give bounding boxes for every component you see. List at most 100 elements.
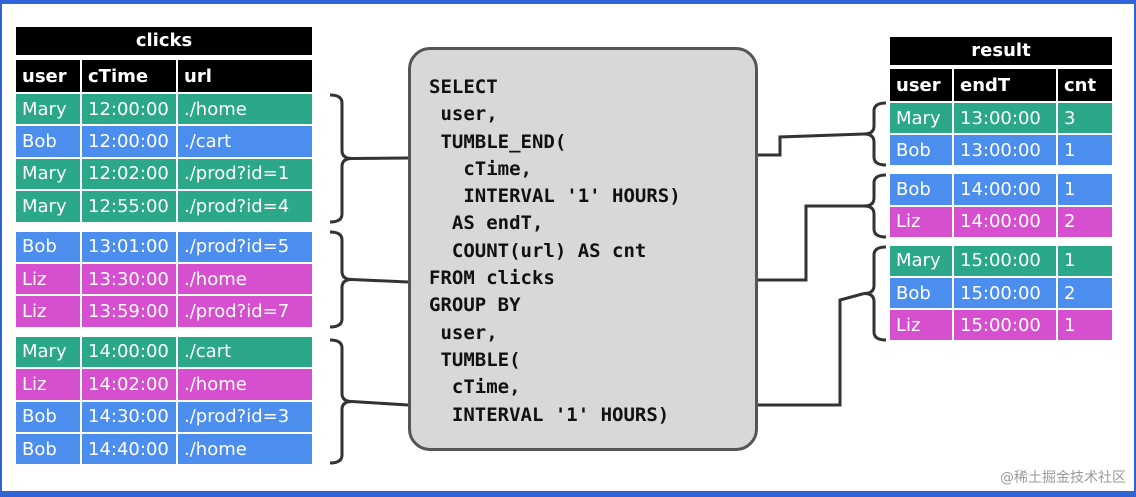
cell-user: Mary: [16, 336, 82, 368]
cell-cnt: 2: [1064, 282, 1076, 304]
header-user: user: [16, 60, 82, 92]
cell-ctime: 12:02:00: [82, 158, 178, 190]
cell-user: Liz: [890, 206, 954, 237]
cell-endt: 15:00:00: [954, 277, 1058, 309]
left-brace: [329, 338, 353, 465]
clicks-table-title: clicks: [16, 27, 312, 55]
sql-line: user,: [429, 321, 498, 344]
cell-cnt: 1: [1064, 250, 1076, 272]
cell-user: Liz: [16, 369, 82, 400]
cell-endt: 15:00:00: [954, 310, 1058, 341]
cell-user: Liz: [890, 310, 954, 341]
left-connector: [351, 400, 409, 407]
left-connector: [351, 278, 409, 284]
sql-line: GROUP BY: [429, 294, 521, 317]
cell-cnt: 2: [1064, 211, 1076, 233]
cell-user: Liz: [16, 296, 82, 327]
sql-line: TUMBLE(: [429, 348, 521, 371]
sql-line: AS endT,: [429, 212, 544, 235]
cell-user: Bob: [16, 231, 82, 262]
cell-endt: 14:00:00: [954, 206, 1058, 237]
cell-url: ./cart: [184, 341, 232, 363]
sql-line: SELECT: [429, 76, 498, 98]
cell-ctime: 12:00:00: [82, 94, 178, 125]
right-brace: [863, 101, 887, 167]
cell-user: Bob: [890, 174, 954, 205]
right-connector: [758, 204, 864, 282]
cell-cnt: 3: [1064, 107, 1076, 129]
cell-url: ./home: [184, 268, 247, 290]
cell-user: Mary: [16, 158, 82, 190]
cell-endt: 13:00:00: [954, 103, 1058, 134]
cell-url: ./prod?id=1: [184, 163, 290, 185]
cell-ctime: 14:02:00: [82, 369, 178, 400]
cell-endt: 15:00:00: [954, 245, 1058, 276]
cell-ctime: 12:55:00: [82, 191, 178, 222]
left-brace: [329, 230, 353, 329]
clicks-table-header: user cTime url: [16, 55, 312, 92]
sql-query-box: SELECT user, TUMBLE_END( cTime, INTERVAL…: [408, 47, 758, 451]
cell-user: Bob: [16, 433, 82, 465]
cell-ctime: 14:40:00: [82, 433, 178, 465]
cell-url: ./cart: [184, 131, 232, 153]
cell-user: Bob: [16, 401, 82, 432]
cell-cnt: 1: [1064, 314, 1076, 336]
cell-endt: 13:00:00: [954, 135, 1058, 166]
left-brace: [329, 93, 353, 224]
cell-user: Mary: [890, 245, 954, 276]
cell-ctime: 13:01:00: [82, 231, 178, 262]
cell-cnt: 1: [1064, 178, 1076, 200]
header-user: user: [890, 69, 954, 101]
watermark: @稀土掘金技术社区: [1000, 470, 1126, 486]
cell-url: ./prod?id=3: [184, 406, 290, 428]
cell-user: Liz: [16, 263, 82, 295]
sql-line: user,: [429, 103, 498, 126]
cell-url: ./prod?id=7: [184, 301, 290, 323]
cell-user: Bob: [16, 126, 82, 157]
cell-url: ./home: [184, 98, 247, 120]
cell-user: Mary: [16, 94, 82, 125]
sql-line: cTime,: [429, 157, 532, 180]
sql-line: cTime,: [429, 376, 521, 399]
cell-user: Bob: [890, 277, 954, 309]
cell-cnt: 1: [1064, 139, 1076, 161]
cell-url: ./prod?id=4: [184, 195, 290, 217]
right-connector: [758, 132, 865, 157]
right-brace: [863, 245, 887, 342]
cell-url: ./home: [184, 373, 247, 395]
cell-url: ./home: [184, 438, 247, 460]
cell-user: Mary: [890, 103, 954, 134]
result-table-title: result: [890, 37, 1112, 65]
cell-ctime: 14:00:00: [82, 336, 178, 368]
cell-endt: 14:00:00: [954, 174, 1058, 205]
right-brace: [863, 173, 887, 239]
cell-user: Mary: [16, 191, 82, 222]
header-endt: endT: [954, 69, 1058, 101]
cell-ctime: 13:30:00: [82, 263, 178, 295]
header-url: url: [184, 65, 212, 87]
